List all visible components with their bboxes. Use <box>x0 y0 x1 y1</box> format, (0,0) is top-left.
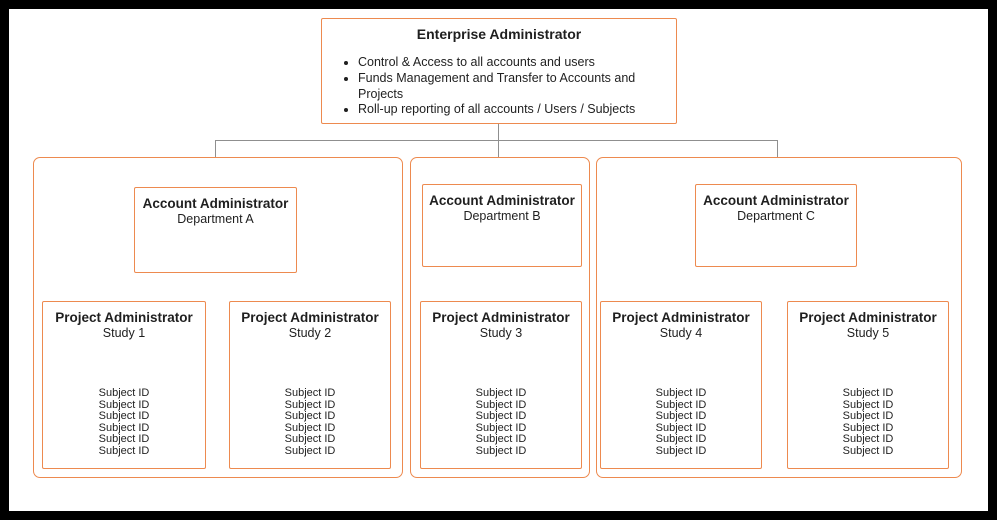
subject-id-item: Subject ID <box>475 444 527 457</box>
subject-id-item: Subject ID <box>655 421 707 434</box>
subject-id-item: Subject ID <box>284 387 336 399</box>
account-admin-subtitle: Department C <box>737 209 815 223</box>
subject-id-item: Subject ID <box>842 398 894 411</box>
subject-id-list: Subject ID Subject ID Subject ID Subject… <box>421 387 581 458</box>
project-admin-box: Project Administrator Study 3 Subject ID… <box>420 301 582 469</box>
subject-id-item: Subject ID <box>655 398 707 411</box>
account-admin-box: Account Administrator Department A <box>134 187 297 273</box>
connector-right-drop <box>777 140 778 157</box>
enterprise-admin-title: Enterprise Administrator <box>416 26 582 42</box>
subject-id-item: Subject ID <box>98 421 150 434</box>
connector-horizontal <box>215 140 778 141</box>
subject-id-item: Subject ID <box>284 398 336 411</box>
project-admin-subtitle: Study 5 <box>846 326 890 340</box>
project-admin-title: Project Administrator <box>799 310 937 325</box>
subject-id-item: Subject ID <box>284 433 336 446</box>
subject-id-item: Subject ID <box>655 410 707 423</box>
project-admin-title: Project Administrator <box>612 310 750 325</box>
subject-id-item: Subject ID <box>284 421 336 434</box>
account-admin-box: Account Administrator Department C <box>695 184 857 267</box>
account-admin-title: Account Administrator <box>429 193 575 208</box>
subject-id-item: Subject ID <box>475 421 527 434</box>
account-admin-title: Account Administrator <box>703 193 849 208</box>
account-admin-subtitle: Department B <box>463 209 541 223</box>
connector-left-drop <box>215 140 216 157</box>
account-admin-box: Account Administrator Department B <box>422 184 582 267</box>
subject-id-item: Subject ID <box>475 410 527 423</box>
enterprise-admin-box: Enterprise Administrator Control & Acces… <box>321 18 677 124</box>
subject-id-item: Subject ID <box>842 433 894 446</box>
subject-id-item: Subject ID <box>842 410 894 423</box>
subject-id-item: Subject ID <box>284 410 336 423</box>
project-admin-subtitle: Study 2 <box>288 326 332 340</box>
subject-id-item: Subject ID <box>655 387 707 399</box>
project-admin-title: Project Administrator <box>55 310 193 325</box>
subject-id-item: Subject ID <box>98 433 150 446</box>
subject-id-list: Subject ID Subject ID Subject ID Subject… <box>43 387 205 458</box>
subject-id-list: Subject ID Subject ID Subject ID Subject… <box>788 387 948 458</box>
project-admin-box: Project Administrator Study 1 Subject ID… <box>42 301 206 469</box>
org-chart-canvas: Enterprise Administrator Control & Acces… <box>9 9 988 511</box>
subject-id-item: Subject ID <box>842 387 894 399</box>
subject-id-item: Subject ID <box>842 421 894 434</box>
department-b-container: Account Administrator Department B Proje… <box>410 157 590 478</box>
project-admin-subtitle: Study 4 <box>659 326 703 340</box>
bullet-item: Roll-up reporting of all accounts / User… <box>358 102 668 118</box>
project-admin-title: Project Administrator <box>241 310 379 325</box>
bullet-item: Control & Access to all accounts and use… <box>358 55 668 71</box>
department-a-container: Account Administrator Department A Proje… <box>33 157 403 478</box>
account-admin-title: Account Administrator <box>142 196 289 211</box>
subject-id-item: Subject ID <box>842 444 894 457</box>
subject-id-item: Subject ID <box>98 387 150 399</box>
project-admin-box: Project Administrator Study 4 Subject ID… <box>600 301 762 469</box>
subject-id-item: Subject ID <box>475 433 527 446</box>
subject-id-item: Subject ID <box>98 444 150 457</box>
project-admin-subtitle: Study 1 <box>102 326 146 340</box>
subject-id-item: Subject ID <box>655 433 707 446</box>
subject-id-item: Subject ID <box>98 398 150 411</box>
subject-id-item: Subject ID <box>284 444 336 457</box>
subject-id-item: Subject ID <box>98 410 150 423</box>
bullet-item: Funds Management and Transfer to Account… <box>358 71 668 103</box>
subject-id-list: Subject ID Subject ID Subject ID Subject… <box>230 387 390 458</box>
project-admin-title: Project Administrator <box>432 310 570 325</box>
project-admin-box: Project Administrator Study 5 Subject ID… <box>787 301 949 469</box>
account-admin-subtitle: Department A <box>177 212 254 226</box>
enterprise-admin-bullet-list: Control & Access to all accounts and use… <box>322 55 668 118</box>
department-c-container: Account Administrator Department C Proje… <box>596 157 962 478</box>
subject-id-item: Subject ID <box>475 387 527 399</box>
subject-id-list: Subject ID Subject ID Subject ID Subject… <box>601 387 761 458</box>
project-admin-box: Project Administrator Study 2 Subject ID… <box>229 301 391 469</box>
subject-id-item: Subject ID <box>655 444 707 457</box>
subject-id-item: Subject ID <box>475 398 527 411</box>
project-admin-subtitle: Study 3 <box>479 326 523 340</box>
